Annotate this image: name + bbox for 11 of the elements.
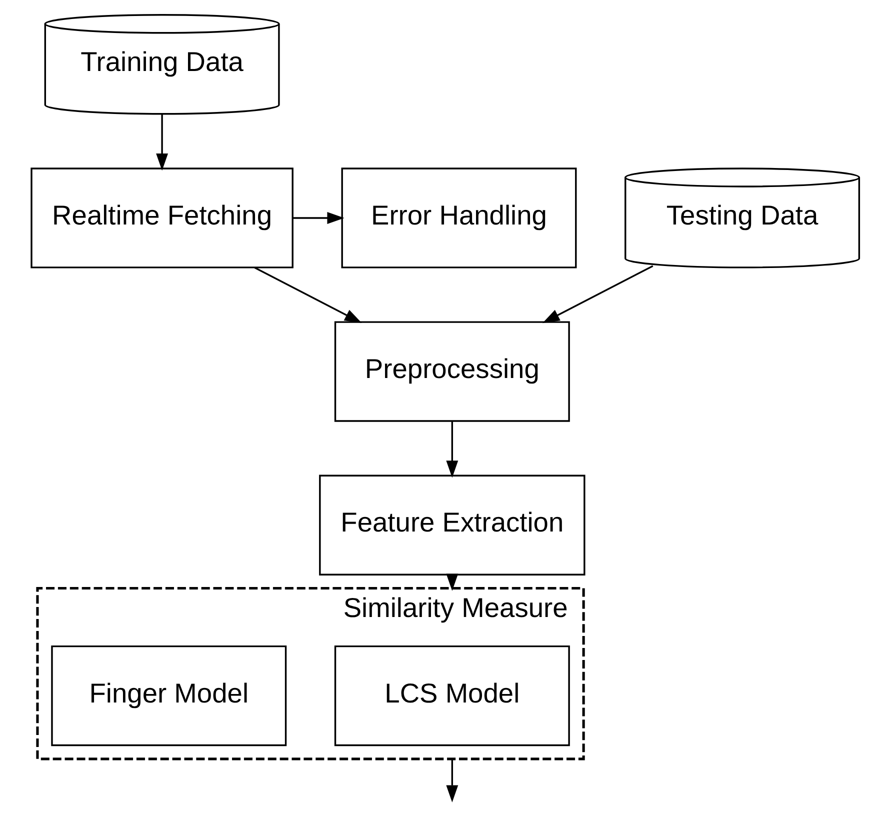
node-box: Realtime Fetching (30, 168, 293, 268)
arrow (156, 114, 168, 171)
node-box: Finger Model (50, 645, 286, 746)
arrow (446, 422, 458, 478)
node-box: Preprocessing (334, 321, 570, 422)
arrow (542, 265, 653, 324)
node-box: LCS Model (334, 645, 570, 746)
arrow (446, 758, 458, 802)
arrow (254, 266, 362, 324)
arrow (292, 212, 344, 224)
node-box: Error Handling (340, 168, 576, 268)
